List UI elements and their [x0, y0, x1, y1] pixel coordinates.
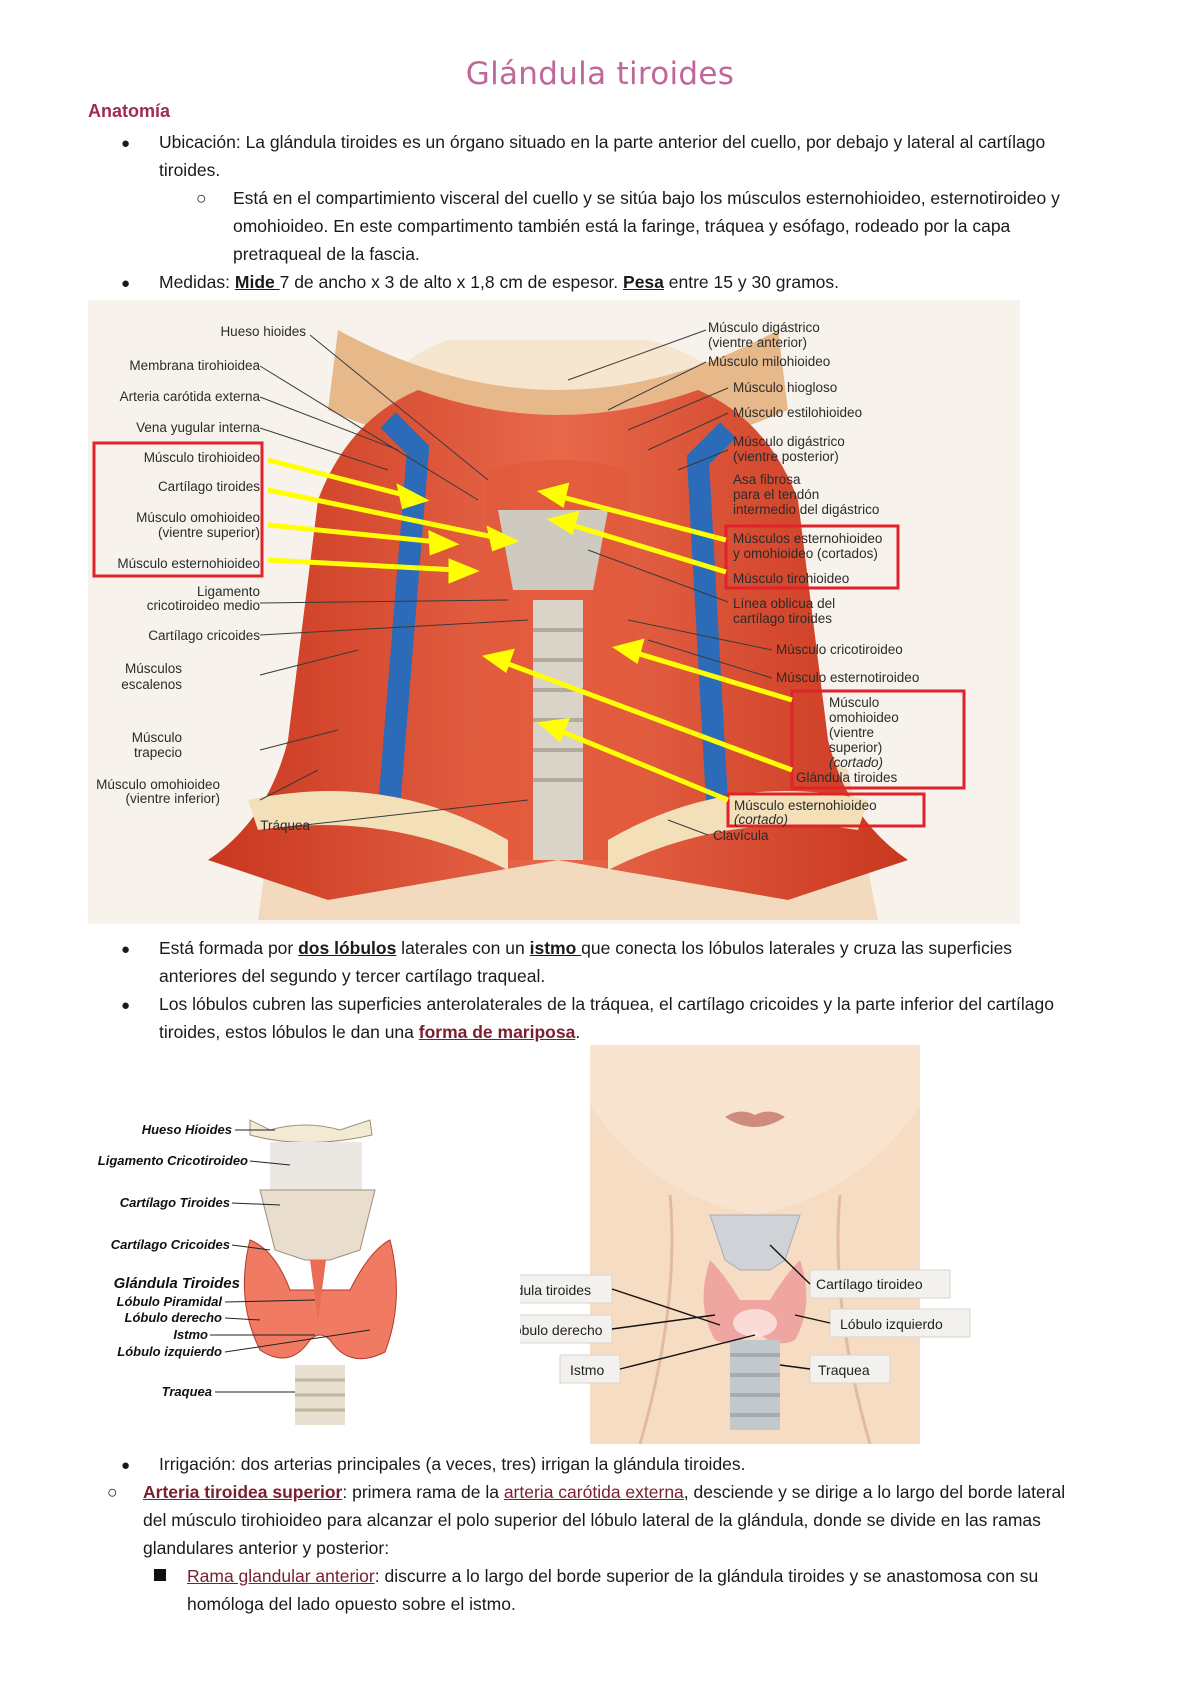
section-heading: Anatomía [88, 101, 171, 121]
sub-paragraph-line: pretraqueal de la fascia. [233, 244, 420, 264]
arteria-tiroidea-link[interactable]: Arteria tiroidea superior [143, 1482, 343, 1502]
bullet-dot: ● [121, 135, 131, 152]
fig1-left-label: Vena yugular interna [136, 420, 260, 435]
mariposa-link[interactable]: forma de mariposa [418, 1022, 576, 1042]
fig1-right-label: cartílago tiroides [733, 611, 832, 626]
fig1-left-label: (vientre superior) [158, 525, 260, 540]
fig1-left-label: Músculos [125, 661, 182, 676]
fig1-left-label: Músculo omohioideo [136, 510, 260, 525]
bullet-circle: ○ [196, 188, 207, 208]
paragraph-superficies: Los lóbulos cubren las superficies anter… [159, 994, 1054, 1014]
paragraph-lobulos: Está formada por dos lóbulos laterales c… [159, 938, 1013, 958]
fig1-right-label: Músculos esternohioideo [733, 531, 882, 546]
fig3-label: Lóbulo derecho [520, 1322, 603, 1338]
fig1-right-label: (cortado) [829, 755, 883, 770]
fig1-right-label: Músculo estilohioideo [733, 405, 862, 420]
fig1-right-label: omohioideo [829, 710, 899, 725]
fig2-label: Istmo [173, 1327, 208, 1342]
fig1-left-label: Músculo tirohioideo [144, 450, 260, 465]
paragraph-ubicacion-cont: tiroides. [159, 160, 221, 180]
fig3-label: Istmo [570, 1362, 604, 1378]
fig1-right-label: Músculo esternotiroideo [776, 670, 919, 685]
fig1-right-label: Músculo milohioideo [708, 354, 830, 369]
sub-paragraph-line: Está en el compartimiento visceral del c… [233, 188, 1060, 208]
fig2-label: Lóbulo Piramidal [117, 1294, 223, 1309]
fig1-right-label: y omohioideo (cortados) [733, 546, 878, 561]
fig1-right-label: Músculo esternohioideo [734, 798, 877, 813]
fig1-left-label: Cartílago cricoides [148, 628, 260, 643]
fig1-left-label: Cartílago tiroides [158, 479, 260, 494]
bullet-dot: ● [121, 997, 131, 1014]
fig1-right-label: Músculo [829, 695, 879, 710]
fig1-right-label: Músculo digástrico [708, 320, 820, 335]
fig1-right-label: Línea oblicua del [733, 596, 835, 611]
paragraph-rama-cont: homóloga del lado opuesto sobre el istmo… [187, 1594, 516, 1614]
bullet-square [154, 1569, 166, 1581]
paragraph-arteria-cont: del músculo tirohioideo para alcanzar el… [143, 1510, 1041, 1530]
fig1-right-label: Músculo digástrico [733, 434, 845, 449]
fig1-left-label: Músculo [132, 730, 182, 745]
paragraph-irrigacion: Irrigación: dos arterias principales (a … [159, 1454, 746, 1474]
fig1-right-label: Asa fibrosa [733, 472, 801, 487]
bullet-dot: ● [121, 941, 131, 958]
fig1-left-label: Arteria carótida externa [120, 389, 261, 404]
fig1-right-label: para el tendón [733, 487, 819, 502]
fig3-label: Cartílago tiroideo [816, 1276, 923, 1292]
fig1-right-label: (vientre posterior) [733, 449, 839, 464]
paragraph-rama: Rama glandular anterior: discurre a lo l… [187, 1566, 1039, 1586]
fig1-left-label: Músculo omohioideo [96, 777, 220, 792]
fig1-right-label: Clavícula [713, 828, 769, 843]
fig1-left-label: cricotiroideo medio [147, 598, 260, 613]
paragraph-lobulos-cont: anteriores del segundo y tercer cartílag… [159, 966, 546, 986]
paragraph-arteria: Arteria tiroidea superior: primera rama … [143, 1482, 1066, 1502]
fig2-label: Lóbulo derecho [125, 1310, 223, 1325]
fig2-label: Cartílago Cricoides [111, 1237, 230, 1252]
fig1-left-label: Tráquea [260, 818, 310, 833]
fig1-right-label: superior) [829, 740, 882, 755]
fig1-right-label: (cortado) [734, 812, 788, 827]
bullet-dot: ● [121, 275, 131, 292]
sub-paragraph-line: omohioideo. En este compartimento tambié… [233, 216, 1011, 236]
bullet-circle: ○ [107, 1482, 118, 1502]
paragraph-mariposa: tiroides, estos lóbulos le dan una forma… [159, 1022, 581, 1042]
fig2-label: Glándula Tiroides [114, 1275, 240, 1292]
fig1-left-label: escalenos [121, 677, 182, 692]
fig3-label: Lóbulo izquierdo [840, 1316, 943, 1332]
bullet-dot: ● [121, 1457, 131, 1474]
fig1-left-label: trapecio [134, 745, 182, 760]
fig3-label: Traquea [818, 1362, 870, 1378]
arteria-carotida-link[interactable]: arteria carótida externa [503, 1482, 684, 1502]
fig1-right-label: Músculo tirohioideo [733, 571, 849, 586]
fig2-label: Cartílago Tiroides [120, 1195, 230, 1210]
thyroid-anatomy-figure: Hueso Hioides Ligamento Cricotiroideo Ca… [90, 1090, 415, 1444]
paragraph-arteria-cont: glandulares anterior y posterior: [143, 1538, 390, 1558]
fig1-right-label: Músculo cricotiroideo [776, 642, 903, 657]
paragraph-ubicacion: Ubicación: La glándula tiroides es un ór… [159, 132, 1046, 152]
fig2-label: Lóbulo izquierdo [117, 1344, 222, 1359]
fig3-label: Glándula tiroides [520, 1282, 591, 1298]
fig1-right-label: (vientre anterior) [708, 335, 807, 350]
fig1-left-label: Membrana tirohioidea [129, 358, 260, 373]
neck-anatomy-figure: Hueso hioides Membrana tirohioidea Arter… [88, 300, 1020, 924]
fig1-right-label: (vientre [829, 725, 874, 740]
paragraph-medidas: Medidas: Mide 7 de ancho x 3 de alto x 1… [159, 272, 840, 292]
fig1-left-label: (vientre inferior) [125, 791, 220, 806]
fig2-label: Hueso Hioides [142, 1122, 232, 1137]
thyroid-neck-figure: Glándula tiroides Lóbulo derecho Istmo C… [520, 1045, 982, 1444]
page-title: Glándula tiroides [465, 56, 735, 92]
fig1-left-label: Ligamento [197, 584, 260, 599]
fig2-label: Traquea [162, 1384, 212, 1399]
fig1-left-label: Hueso hioides [220, 324, 306, 339]
rama-glandular-link[interactable]: Rama glandular anterior [187, 1566, 375, 1586]
fig1-left-label: Músculo esternohioideo [117, 556, 260, 571]
fig1-right-label: intermedio del digástrico [733, 502, 879, 517]
fig1-right-label: Músculo hiogloso [733, 380, 837, 395]
fig2-label: Ligamento Cricotiroideo [98, 1153, 248, 1168]
fig1-right-label: Glándula tiroides [796, 770, 898, 785]
